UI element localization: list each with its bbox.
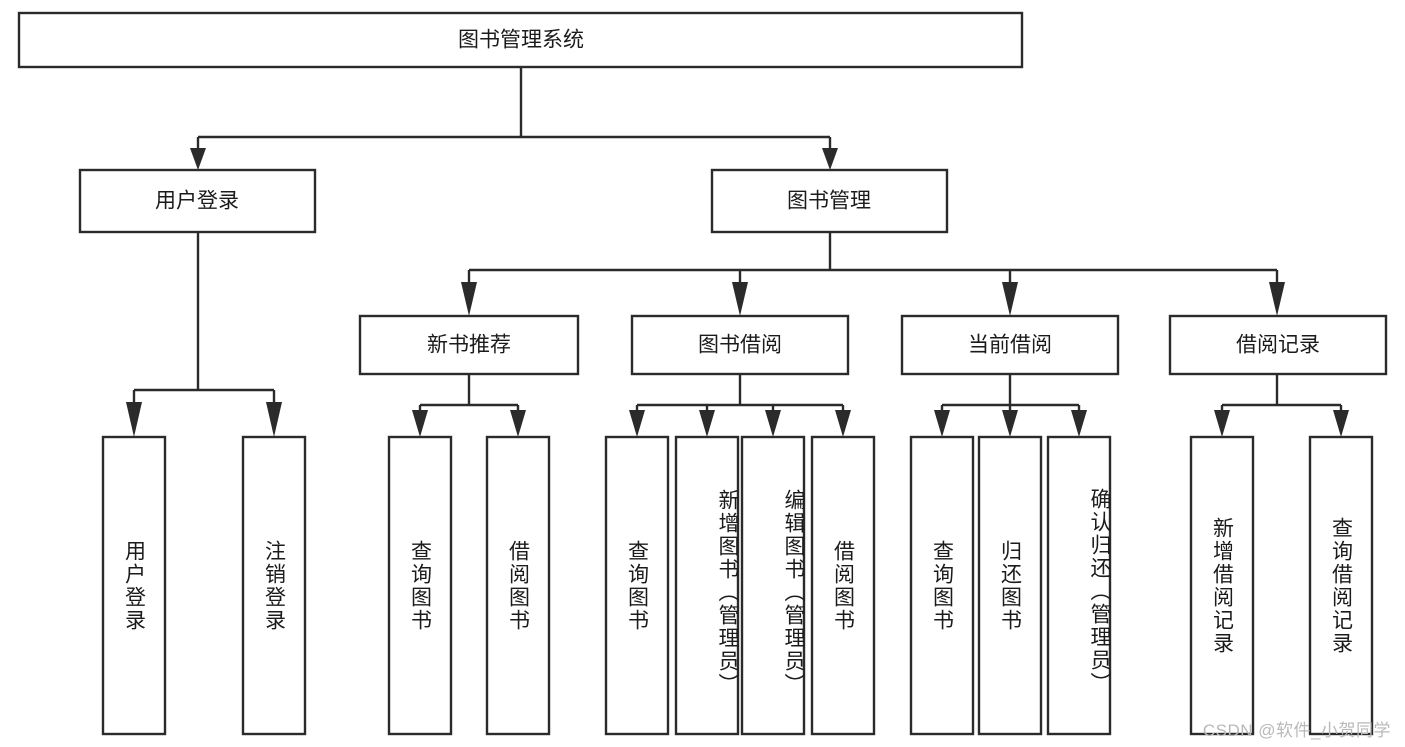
csdn-watermark: CSDN @软件_小贺同学 — [1202, 721, 1391, 740]
arrow-head-current-borrow — [1002, 282, 1018, 316]
node-root-label: 图书管理系统 — [458, 29, 584, 52]
arrow-head-leaf-n2 — [510, 410, 526, 437]
connector-userlogin-to-leaves — [126, 232, 282, 437]
node-new-book-recommend[interactable]: 新书推荐 — [358, 314, 580, 376]
arrow-head-book-manage — [822, 148, 838, 170]
arrow-head-leaf-c2 — [1002, 410, 1018, 437]
node-root-book-management-system[interactable]: 图书管理系统 — [17, 11, 1024, 69]
arrow-head-borrow-records — [1269, 282, 1285, 316]
leaf-box-current-borrow-3[interactable] — [1046, 435, 1112, 736]
arrow-head-leaf-c3 — [1071, 410, 1087, 437]
leaf-box-user-login-1[interactable] — [101, 435, 167, 736]
node-user-login-box[interactable] — [78, 168, 317, 234]
arrow-head-leaf-r1 — [1214, 410, 1230, 437]
node-book-management-box[interactable] — [710, 168, 949, 234]
arrow-head-leaf-c1 — [934, 410, 950, 437]
leaf-box-borrow-records-2[interactable] — [1308, 435, 1374, 736]
node-user-login-label: 用户登录 — [155, 190, 239, 213]
node-borrow-records[interactable]: 借阅记录 — [1168, 314, 1388, 376]
leaf-box-book-borrow-2[interactable] — [674, 435, 740, 736]
node-new-book-recommend-box[interactable] — [358, 314, 580, 376]
connector-borrowrecords-to-leaves — [1214, 374, 1349, 437]
connector-bookborrow-to-leaves — [629, 374, 851, 437]
arrow-head-leaf-r2 — [1333, 410, 1349, 437]
leaf-box-user-login-2[interactable] — [241, 435, 307, 736]
connector-root-to-level2 — [190, 67, 838, 170]
node-current-borrow[interactable]: 当前借阅 — [900, 314, 1120, 376]
node-user-login[interactable]: 用户登录 — [78, 168, 317, 234]
arrow-head-leaf-b2 — [699, 410, 715, 437]
arrow-head-leaf-u1 — [126, 402, 142, 437]
node-book-management[interactable]: 图书管理 — [710, 168, 949, 234]
node-book-borrow-box[interactable] — [630, 314, 850, 376]
leaf-box-book-borrow-4[interactable] — [810, 435, 876, 736]
leaf-box-borrow-records-1[interactable] — [1189, 435, 1255, 736]
arrow-head-book-borrow — [732, 282, 748, 316]
arrow-head-leaf-b1 — [629, 410, 645, 437]
connector-currentborrow-to-leaves — [934, 374, 1087, 437]
node-root-box[interactable] — [17, 11, 1024, 69]
arrow-head-leaf-n1 — [412, 410, 428, 437]
connector-bookmanage-to-level3 — [461, 232, 1285, 316]
arrow-head-user-login — [190, 148, 206, 170]
node-current-borrow-box[interactable] — [900, 314, 1120, 376]
node-current-borrow-label: 当前借阅 — [968, 334, 1052, 357]
arrow-head-leaf-b4 — [835, 410, 851, 437]
node-book-borrow[interactable]: 图书借阅 — [630, 314, 850, 376]
node-book-borrow-label: 图书借阅 — [698, 334, 782, 357]
node-borrow-records-label: 借阅记录 — [1236, 334, 1320, 357]
node-new-book-recommend-label: 新书推荐 — [427, 334, 511, 357]
leaf-box-new-book-1[interactable] — [387, 435, 453, 736]
arrow-head-leaf-u2 — [266, 402, 282, 437]
leaf-box-new-book-2[interactable] — [485, 435, 551, 736]
leaf-box-current-borrow-2[interactable] — [977, 435, 1043, 736]
leaf-box-book-borrow-1[interactable] — [604, 435, 670, 736]
connector-newbook-to-leaves — [412, 374, 526, 437]
arrow-head-new-book — [461, 282, 477, 316]
node-borrow-records-box[interactable] — [1168, 314, 1388, 376]
arrow-head-leaf-b3 — [765, 410, 781, 437]
node-book-management-label: 图书管理 — [787, 190, 871, 213]
leaf-box-current-borrow-1[interactable] — [909, 435, 975, 736]
leaf-box-book-borrow-3[interactable] — [740, 435, 806, 736]
